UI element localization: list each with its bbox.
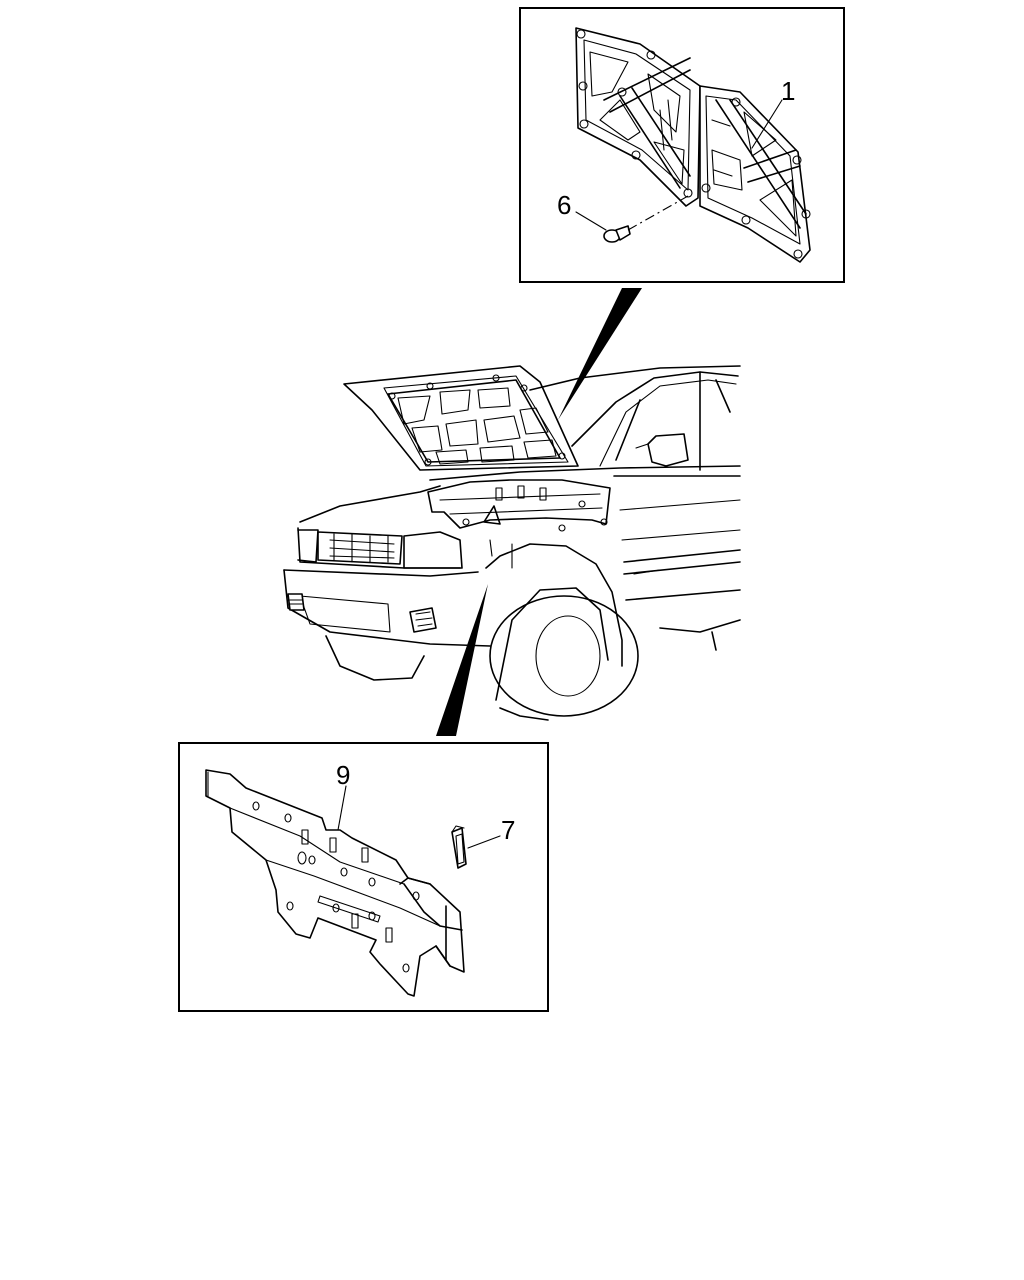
- hood-panel: [343, 365, 579, 471]
- fog-light-right: [409, 607, 437, 633]
- pointer-to-fender: [436, 584, 488, 736]
- fender-insulator-installed: [427, 479, 611, 569]
- fog-light-left: [287, 593, 305, 611]
- fender-insulator-detail: 9 7: [178, 742, 549, 1012]
- front-wheel: [489, 595, 639, 717]
- hood-insulator-part-right: [699, 85, 811, 263]
- leader-line-6: [575, 211, 607, 231]
- vehicle-illustration: [283, 365, 741, 721]
- hood-insulator-installed: [387, 374, 566, 466]
- leader-line-7: [467, 835, 501, 849]
- callout-9: 9: [336, 760, 350, 790]
- clip-fastener-part: [603, 195, 689, 243]
- callout-6: 6: [557, 190, 571, 220]
- side-mirror: [647, 433, 689, 467]
- leader-line-9: [337, 785, 347, 831]
- pointer-to-hood: [558, 288, 642, 420]
- hood-insulator-detail: 1 6: [519, 7, 845, 283]
- fender-insulator-clip-part: [451, 825, 467, 869]
- callout-7: 7: [501, 815, 515, 845]
- hood-insulator-part: [575, 27, 701, 207]
- callout-1: 1: [781, 76, 795, 106]
- fender-insulator-panel-part: [205, 769, 465, 997]
- leader-line-1: [751, 99, 783, 149]
